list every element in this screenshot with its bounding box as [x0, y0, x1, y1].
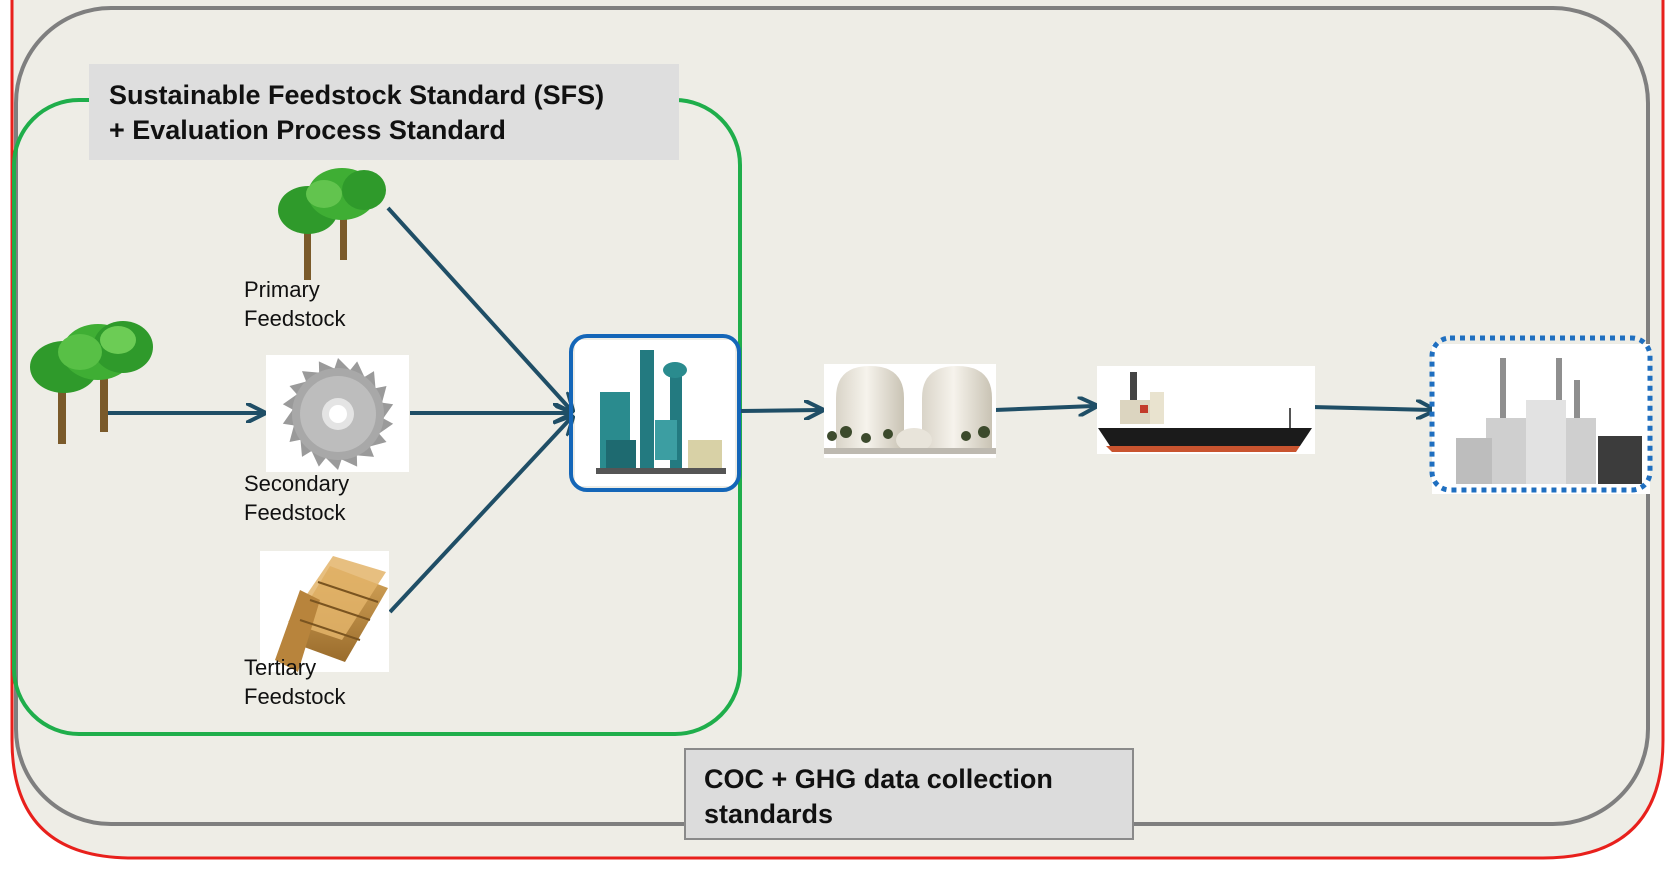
sfs-standard-line1: Sustainable Feedstock Standard (SFS)	[109, 80, 605, 110]
tertiary-feedstock-line2: Feedstock	[244, 684, 346, 709]
arrow-ship-to-plant	[1311, 407, 1432, 410]
arrow-tertiary-to-mill	[388, 418, 571, 614]
tertiary-feedstock-line1: Tertiary	[244, 655, 317, 680]
sfs-standard-line2: + Evaluation Process Standard	[109, 115, 506, 145]
storage-silos-icon	[824, 364, 996, 458]
primary-trees-icon	[278, 168, 386, 280]
pellet-mill-icon	[575, 340, 735, 486]
secondary-feedstock-line1: Secondary	[244, 471, 350, 496]
primary-feedstock-line1: Primary	[244, 277, 320, 302]
saw-blade-icon	[266, 355, 409, 472]
coc-ghg-line2: standards	[704, 799, 834, 829]
primary-feedstock-label: Primary Feedstock	[244, 275, 346, 333]
pallets-icon	[260, 551, 389, 672]
primary-feedstock-line2: Feedstock	[244, 306, 346, 331]
power-plant-icon	[1432, 344, 1650, 494]
secondary-feedstock-label: Secondary Feedstock	[244, 469, 349, 527]
arrow-primary-to-mill	[386, 206, 571, 410]
coc-ghg-standard-label: COC + GHG data collection standards	[684, 748, 1134, 840]
flow-arrows	[105, 206, 1432, 614]
tertiary-feedstock-label: Tertiary Feedstock	[244, 653, 346, 711]
end-user-highlight	[1429, 335, 1653, 493]
coc-ghg-line1: COC + GHG data collection	[704, 764, 1053, 794]
arrow-silos-to-ship	[994, 406, 1094, 410]
sfs-standard-label: Sustainable Feedstock Standard (SFS) + E…	[89, 64, 679, 160]
secondary-feedstock-line2: Feedstock	[244, 500, 346, 525]
forest-icon	[30, 321, 153, 444]
arrow-mill-to-silos	[739, 410, 820, 411]
cargo-ship-icon	[1097, 366, 1315, 454]
processing-highlight	[569, 334, 741, 492]
